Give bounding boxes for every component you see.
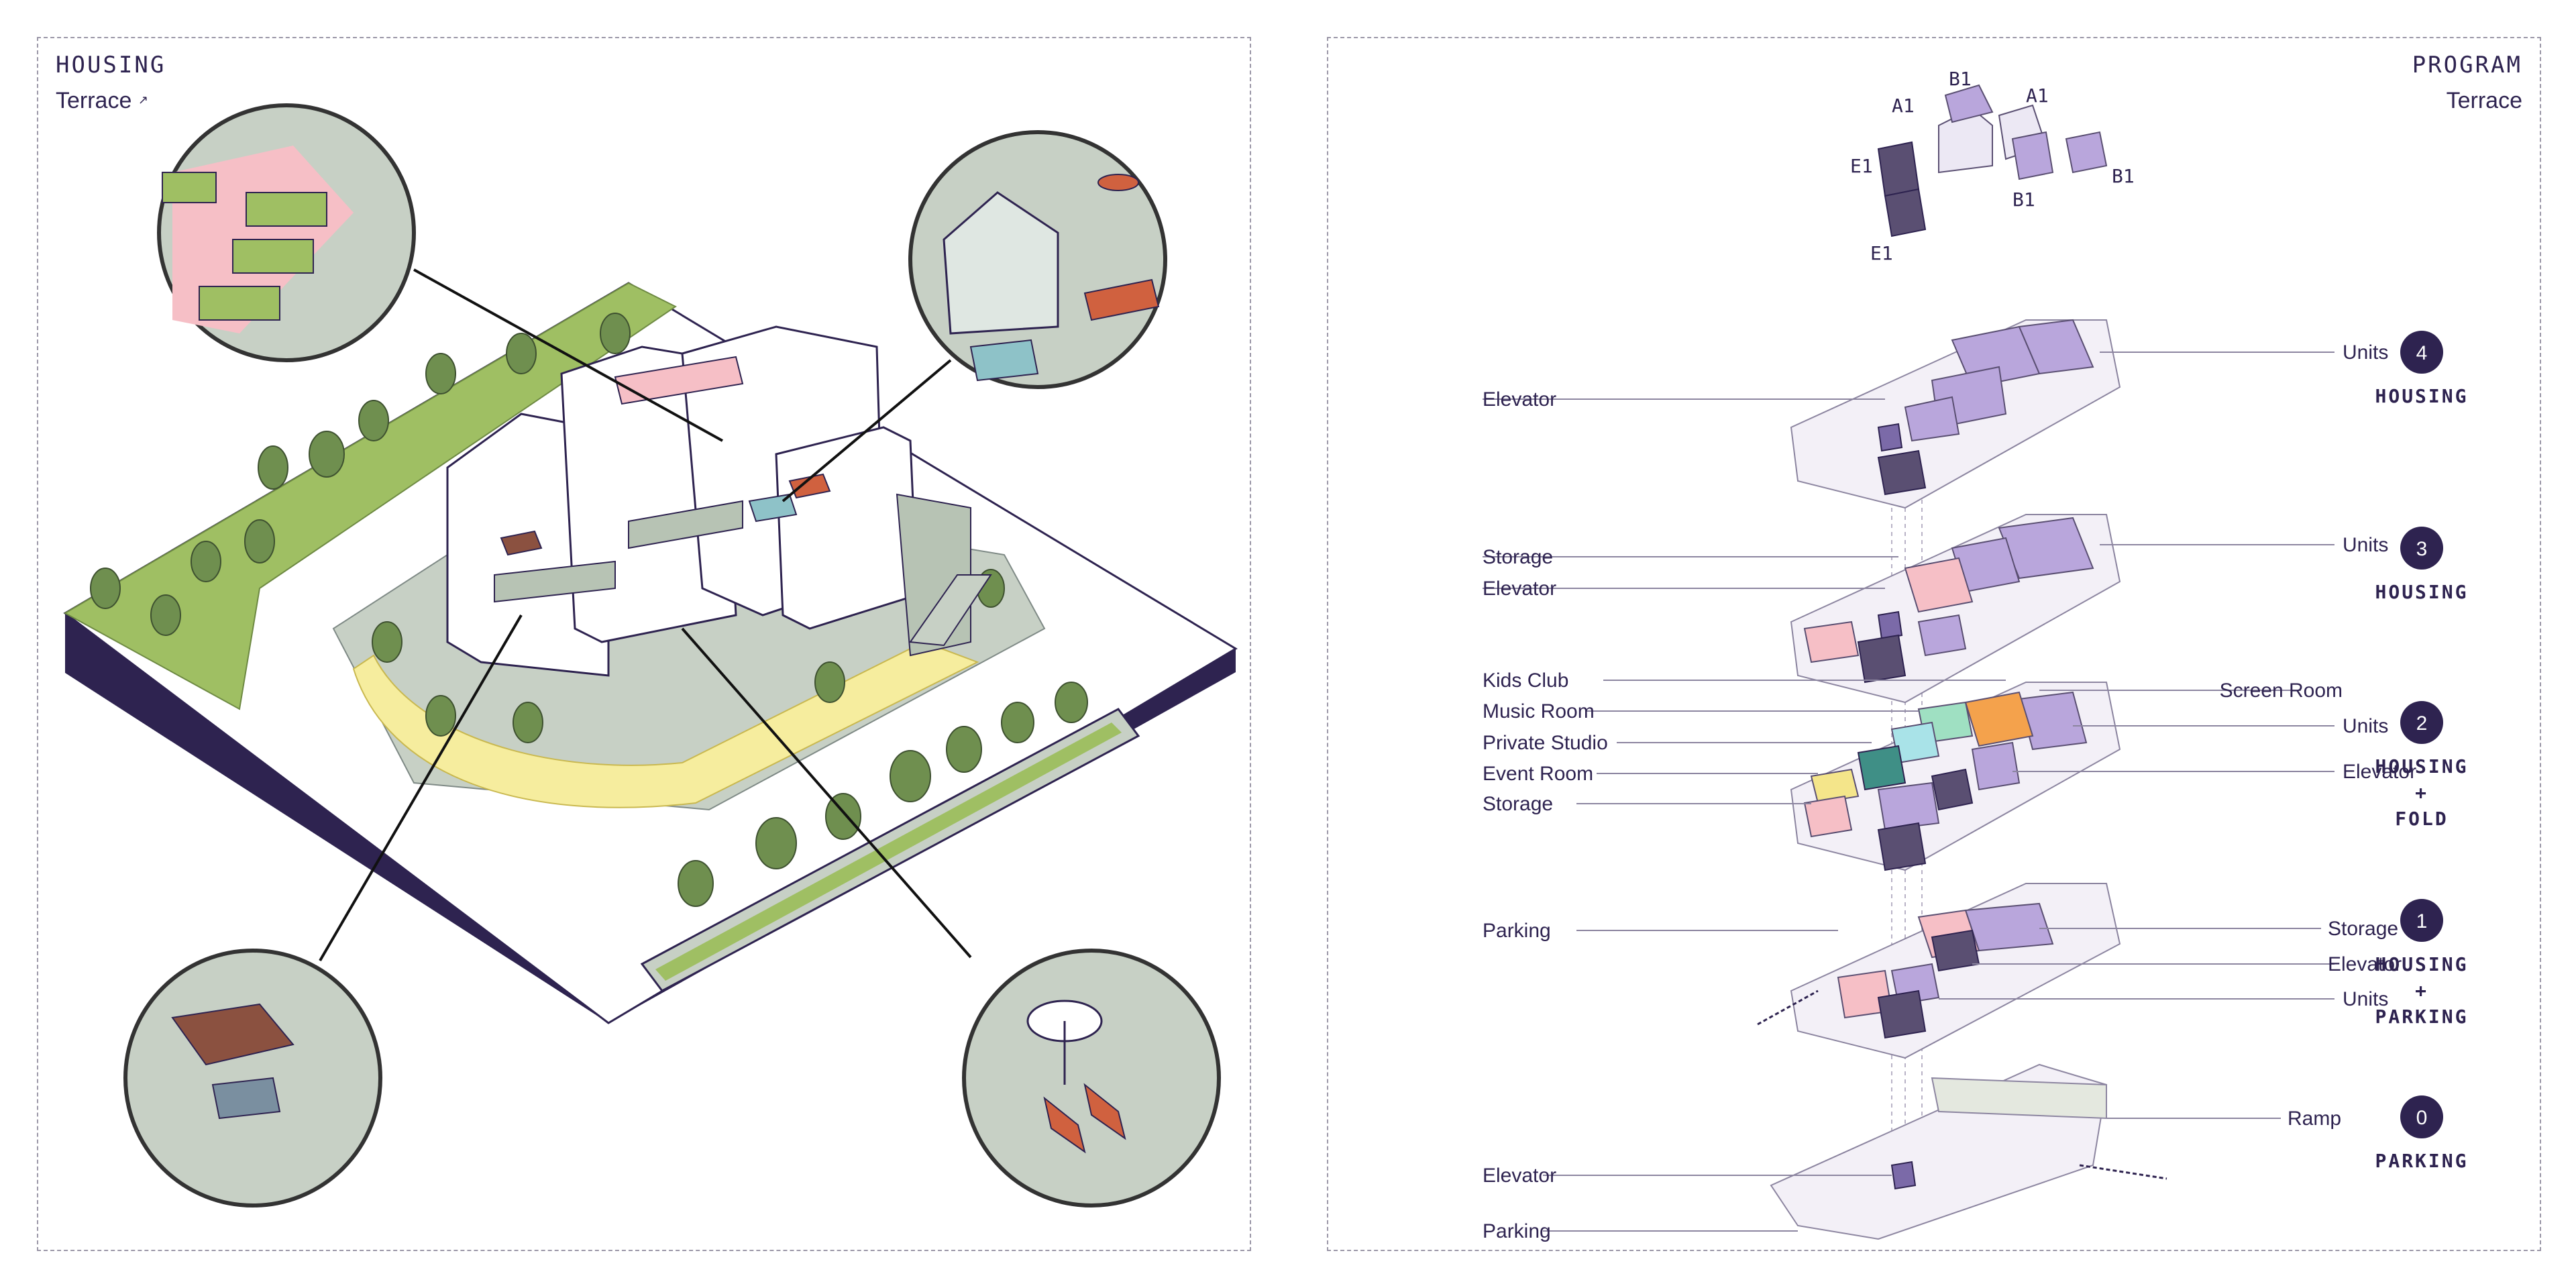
level-1-number: 1: [2416, 910, 2428, 932]
level-1-name-1: +: [2415, 979, 2428, 1002]
level-1-badge: [2400, 899, 2443, 942]
program-diagram: A1 B1 A1 E1 B1 B1 E1: [1483, 68, 2468, 1242]
callout-lines: [319, 268, 972, 962]
l2-left-label-0: Kids Club: [1483, 669, 1568, 692]
l4-right-label-0: Units: [2343, 341, 2388, 364]
level-0-plate: [1770, 1063, 2167, 1240]
level-3-number: 3: [2416, 538, 2428, 560]
building: [446, 325, 971, 677]
unit-type-label-b1-3: B1: [2112, 165, 2135, 187]
level-3-name-0: HOUSING: [2375, 581, 2468, 603]
level-0-number: 0: [2416, 1107, 2428, 1129]
l1-right-label-1: Elevator: [2328, 953, 2402, 975]
l2-left-label-2: Private Studio: [1483, 732, 1608, 754]
unit-type-label-e1-2: E1: [1870, 242, 1893, 264]
l2-right-label-2: Elevator: [2343, 761, 2416, 783]
unit-type-key: A1 B1 A1 E1 B1 B1 E1: [1850, 68, 2135, 264]
level-1-name-0: HOUSING: [2375, 953, 2468, 975]
housing-title: HOUSING: [56, 52, 166, 78]
level-4-number: 4: [2416, 342, 2428, 364]
program-title: PROGRAM: [2412, 52, 2522, 78]
detail-circle-pergola: [123, 949, 382, 1208]
level-4-plate: [1790, 319, 2121, 509]
l0-right-label-0: Ramp: [2288, 1108, 2341, 1130]
level-1-entry-arrow: [1757, 989, 1819, 1026]
l1-right-label-0: Storage: [2328, 918, 2398, 940]
program-subtitle: Terrace: [2446, 88, 2522, 113]
housing-axonometric: [63, 103, 1238, 1208]
level-2-name-1: +: [2415, 782, 2428, 804]
level-0-badge: [2400, 1095, 2443, 1138]
program-labels: Elevator Units Storage Elevator Units Ki…: [1483, 341, 2416, 1242]
level-4-badge: [2400, 331, 2443, 374]
level-1-plate: [1757, 883, 2121, 1059]
level-2-badge: [2400, 701, 2443, 744]
trees: [90, 313, 1088, 907]
program-panel: PROGRAM Terrace A1 B1 A1 E1 B1 B1 E1: [1327, 37, 2541, 1251]
level-0-name-0: PARKING: [2375, 1150, 2468, 1172]
level-0-ramp-arrow: [2079, 1164, 2167, 1180]
l3-right-label-0: Units: [2343, 534, 2388, 556]
level-3-plate: [1790, 514, 2121, 704]
level-4-name-0: HOUSING: [2375, 385, 2468, 407]
level-badges: 4 HOUSING 3 HOUSING 2 HOUSING + FOLD 1 H…: [2375, 331, 2468, 1172]
leader-lines: [1483, 352, 2334, 1232]
l3-left-label-1: Elevator: [1483, 578, 1556, 600]
l2-right-label-0: Screen Room: [2220, 680, 2343, 702]
l0-left-label-0: Elevator: [1483, 1165, 1556, 1187]
l1-left-label-0: Parking: [1483, 920, 1551, 942]
terrace-cursor-icon: ↗: [138, 93, 148, 107]
unit-type-label-b1-2: B1: [2012, 189, 2035, 211]
level-3-badge: [2400, 527, 2443, 570]
level-2-name-2: FOLD: [2395, 808, 2448, 830]
unit-type-label-a1: A1: [1892, 95, 1915, 117]
l1-right-label-2: Units: [2343, 988, 2388, 1010]
l4-left-label-0: Elevator: [1483, 388, 1556, 411]
unit-type-label-a1-2: A1: [2026, 85, 2049, 107]
l0-left-label-1: Parking: [1483, 1220, 1551, 1242]
l2-right-label-1: Units: [2343, 715, 2388, 737]
l2-left-label-4: Storage: [1483, 793, 1553, 815]
housing-subtitle-text: Terrace: [56, 88, 132, 113]
detail-circle-planters: [157, 103, 416, 362]
l2-left-label-1: Music Room: [1483, 700, 1595, 722]
detail-circle-greenhouse: [908, 130, 1167, 389]
street-grass: [655, 722, 1122, 981]
level-2-name-0: HOUSING: [2375, 755, 2468, 777]
detail-circle-loungers: [962, 949, 1221, 1208]
level-2-number: 2: [2416, 712, 2428, 735]
stairs: [909, 574, 992, 647]
l2-left-label-3: Event Room: [1483, 763, 1593, 785]
housing-subtitle: Terrace ↗: [56, 88, 148, 114]
level-2-plate: [1790, 682, 2121, 871]
unit-type-label-e1: E1: [1850, 155, 1873, 177]
site-dark-base: [65, 613, 1236, 1023]
unit-type-label-b1: B1: [1949, 68, 1972, 90]
l3-left-label-0: Storage: [1483, 546, 1553, 568]
housing-panel: HOUSING Terrace ↗: [37, 37, 1251, 1251]
level-1-name-2: PARKING: [2375, 1006, 2468, 1028]
